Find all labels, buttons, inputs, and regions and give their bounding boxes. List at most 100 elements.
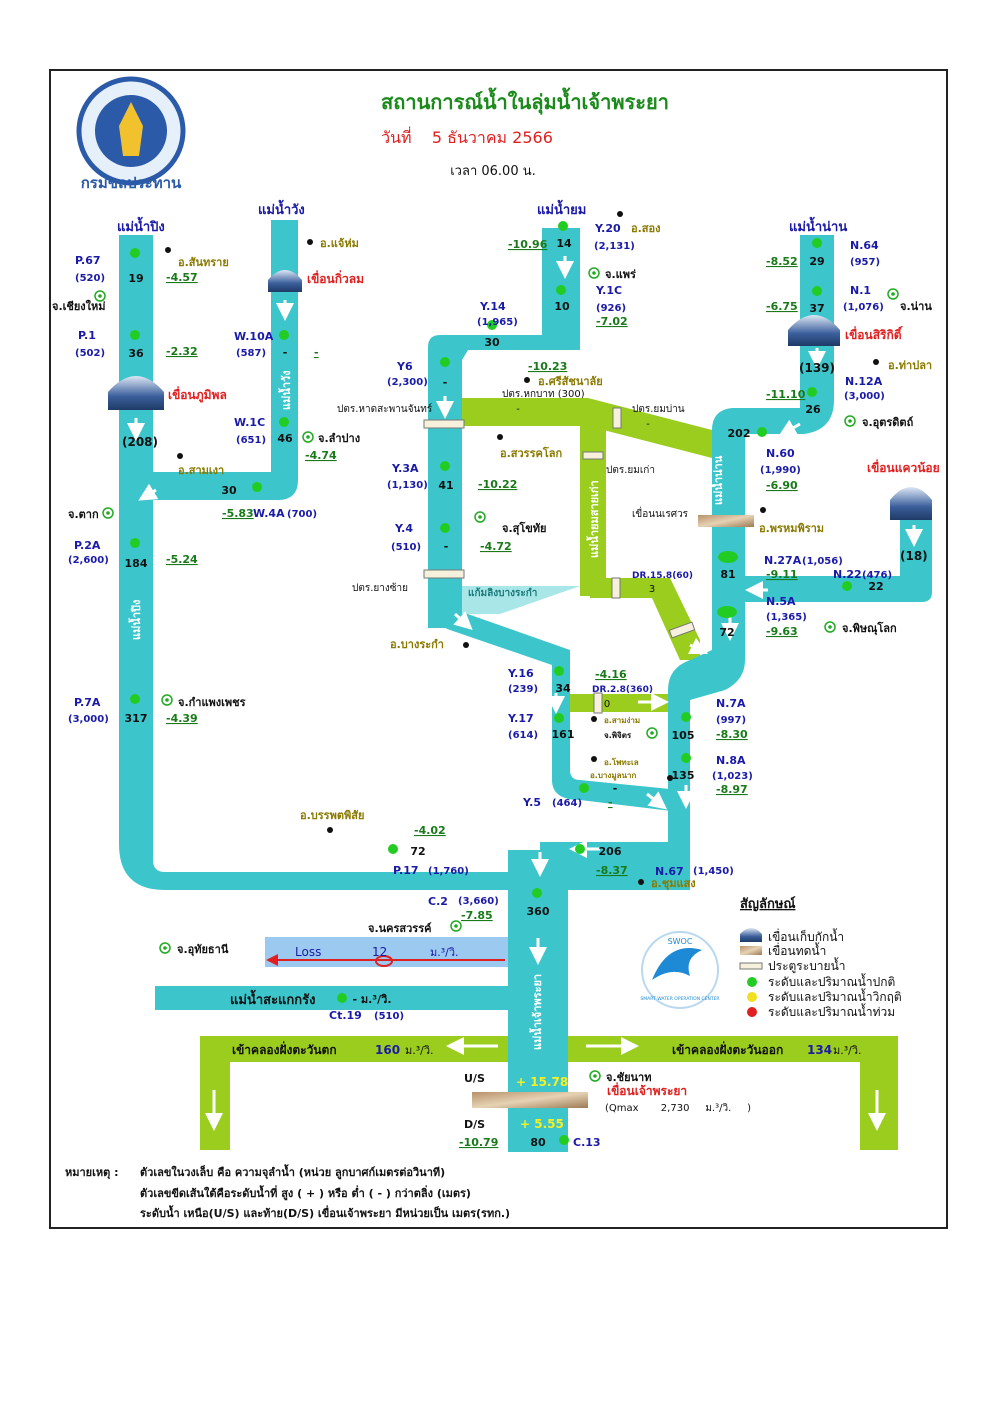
bangrakam-retention [462,586,580,614]
place-phitsanulok-icon [824,621,836,633]
legend-regulator-icon [739,962,763,970]
station-p1-name: P.1 [78,329,96,342]
place-phichit-icon [646,727,658,739]
station-n22-capacity: (476) [862,570,892,581]
station-n12a-name: N.12A [845,375,883,388]
station-p1-flow: 36 [128,347,144,360]
place-chainat-icon-center [593,1074,597,1078]
place-phothale-dot [591,756,597,762]
regulator-hokbath-label: ปตร.หกบาท (300) [502,389,585,400]
dam-bhumibol-name: เขื่อนภูมิพล [168,386,227,403]
river-sakae-krang [155,986,508,1010]
weir-naresuan-icon [698,515,754,527]
station-y17-name: Y.17 [507,712,534,725]
place-phitsanulok-label: จ.พิษณุโลก [842,621,897,636]
station-markers [94,211,899,1145]
station-y3a-flow: 41 [438,479,453,492]
station-y14-marker [487,320,497,330]
place-uthai-icon-center [163,946,167,950]
regulator-nan-icon [668,621,696,639]
station-y1c-marker [556,285,566,295]
loss-label: Loss [295,945,321,959]
river-label-nan-side: แม่น้ำน่าน [710,455,725,505]
place-nan-label: จ.น่าน [900,300,932,313]
station-w10a-marker [279,330,289,340]
place-banphot-label: อ.บรรพตพิสัย [300,809,364,822]
canal-east-unit: ม.³/วิ. [833,1044,862,1057]
regulator-hokbath-flow: - [516,404,520,415]
place-sukhothai-label: จ.สุโขทัย [502,521,546,536]
place-uttaradit-icon [844,415,856,427]
station-p2a-flow: 184 [125,557,148,570]
station-n27a-marker [718,551,738,563]
station-n12a-flow: 26 [805,403,821,416]
place-phrae-icon-center [592,271,596,275]
canal-east-label: เข้าคลองฝั่งตะวันออก [672,1041,783,1057]
station-w4a-marker [252,482,262,492]
place-srisatch-dot [524,377,530,383]
place-bangrakam-d-label: อ.บางระกำ [390,638,444,651]
legend-flood-icon [747,1007,757,1017]
station-y16-capacity: (239) [508,684,538,695]
station-p1-capacity: (502) [75,348,105,359]
station-p17-name: P.17 [393,864,419,877]
station-n1-flow: 37 [809,302,824,315]
station-p1-level: -2.32 [166,345,198,358]
loss-marker [375,955,393,967]
station-n64-flow: 29 [809,255,824,268]
station-n27a-name: N.27A [764,554,802,567]
legend-normal-icon [747,977,757,987]
station-y3a-marker [440,461,450,471]
dam-sirikit: เขื่อนสิริกิติ์ (139) [788,315,903,375]
loss-unit: ม.³/วิ. [430,946,459,959]
place-phichit-label: จ.พิจิตร [604,731,632,740]
station-y5-name: Y.5 [522,796,541,809]
station-n7a-flow: 105 [672,729,695,742]
station-n64-level: -8.52 [766,255,798,268]
regulator-dr15-icon [611,577,621,599]
river-chao-phraya [508,850,568,1152]
station-y20-capacity: (2,131) [594,241,635,252]
river-label-bangrakam: แก้มลิงบางระกำ [468,587,537,599]
place-sukhothai-icon [474,511,486,523]
legend-diversion-dam-icon [740,946,762,955]
us-label: U/S [464,1072,485,1085]
station-w10a-level: - [314,346,319,359]
place-thapla-dot [873,359,879,365]
place-sukhothai-icon-center [478,515,482,519]
place-banphot-dot [327,827,333,833]
station-n60-name: N.60 [766,447,795,460]
station-y14-capacity: (1,965) [477,317,518,328]
canal-west-unit: ม.³/วิ. [405,1044,434,1057]
dam-kiwlom: เขื่อนกิ่วลม [268,270,364,292]
river-khwaenoi [745,516,932,602]
station-c13-name: C.13 [573,1136,601,1149]
place-chainat-icon [589,1070,601,1082]
legend-item-normal: ระดับและปริมาณน้ำปกติ [768,973,895,989]
station-y17-capacity: (614) [508,730,538,741]
canal-west-label: เข้าคลองฝั่งตะวันตก [232,1041,337,1057]
station-c2-name: C.2 [428,895,448,908]
station-n8a-level: -8.97 [716,783,748,796]
station-ct19-marker [337,993,347,1003]
river-wang [153,220,298,500]
legend-storage-dam-icon [740,928,762,942]
regulator-hatsaphan-icon [423,419,465,429]
place-sammngao-label: อ.สามเงา [178,464,224,477]
us-value: + 15.78 [516,1075,568,1089]
notes-label: หมายเหตุ : [65,1166,119,1180]
dam-khwaenoi-icon [890,487,932,520]
place-uttaradit-label: จ.อุตรดิตถ์ [862,416,914,430]
weir-chao-phraya-icon [472,1092,588,1108]
station-p67-capacity: (520) [75,273,105,284]
place-nakhonsawan-icon-center [454,924,458,928]
place-sansai-dot [165,247,171,253]
station-w4a-capacity: (700) [287,509,317,520]
legend-item-storage-dam: เขื่อนเก็บกักน้ำ [768,928,844,944]
flow-arrows [127,256,923,1131]
station-n12a-level: -11.10 [766,388,806,401]
regulator-yombpan-label: ปตร.ยมบ่าน [632,404,685,415]
place-chainat-label: จ.ชัยนาท [606,1071,651,1084]
station-y3a-level: -10.22 [478,478,517,491]
